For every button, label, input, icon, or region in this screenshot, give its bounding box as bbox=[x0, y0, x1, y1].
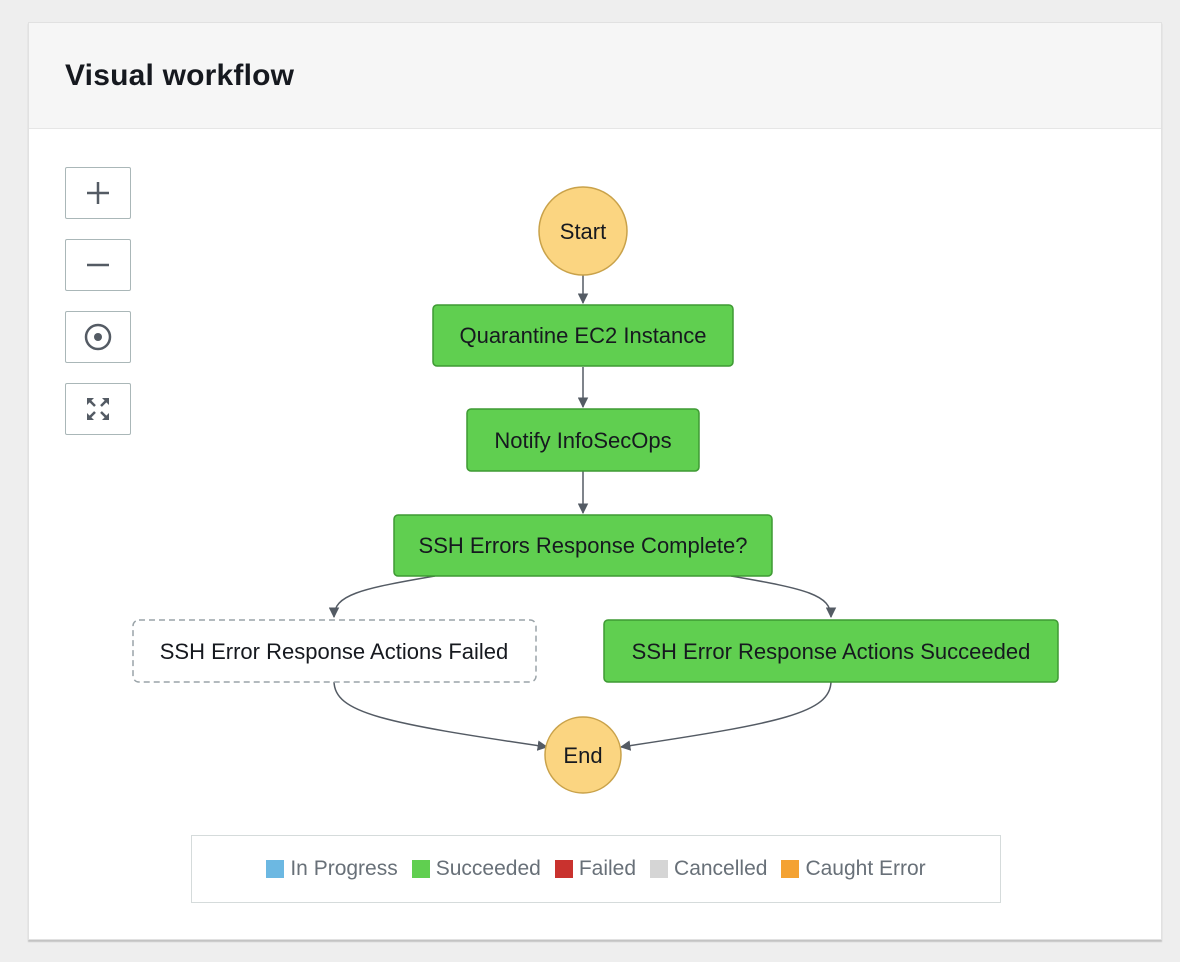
plus-icon bbox=[87, 182, 109, 204]
legend-item-succeeded: Succeeded bbox=[411, 857, 541, 881]
legend-label: Failed bbox=[578, 857, 637, 880]
center-button[interactable] bbox=[65, 311, 131, 363]
panel-title: Visual workflow bbox=[65, 59, 295, 92]
legend-label: In Progress bbox=[290, 857, 398, 880]
target-icon bbox=[84, 323, 112, 351]
legend-item-caught-error: Caught Error bbox=[781, 857, 926, 881]
workflow-graph: Start Quarantine EC2 Instance Notify Inf… bbox=[132, 186, 1059, 794]
end-node[interactable]: End bbox=[544, 716, 622, 794]
visual-workflow-panel: Visual workflow Start Quarantine EC2 Ins… bbox=[28, 22, 1162, 940]
minus-icon bbox=[87, 263, 109, 267]
legend-label: Cancelled bbox=[674, 857, 768, 880]
edge-succeeded-to-end bbox=[619, 680, 832, 751]
legend-swatch bbox=[266, 860, 285, 878]
state-notify-infosecops[interactable]: Notify InfoSecOps bbox=[466, 408, 700, 472]
state-label: Notify InfoSecOps bbox=[494, 428, 671, 453]
workflow-edges bbox=[328, 275, 837, 751]
legend-label: Succeeded bbox=[435, 857, 541, 880]
legend-item-failed: Failed bbox=[554, 857, 637, 881]
zoom-out-button[interactable] bbox=[65, 239, 131, 291]
start-label: Start bbox=[560, 219, 606, 244]
edge-failed-to-end bbox=[333, 680, 549, 751]
panel-header: Visual workflow bbox=[29, 23, 1161, 129]
state-label: SSH Error Response Actions Succeeded bbox=[632, 639, 1031, 664]
state-ssh-error-response-actions-failed[interactable]: SSH Error Response Actions Failed bbox=[132, 619, 537, 683]
legend-swatch bbox=[411, 860, 430, 878]
end-label: End bbox=[563, 743, 602, 768]
legend-item-in-progress: In Progress bbox=[266, 857, 398, 881]
state-label: Quarantine EC2 Instance bbox=[459, 323, 706, 348]
state-label: SSH Errors Response Complete? bbox=[419, 533, 748, 558]
state-label: SSH Error Response Actions Failed bbox=[160, 639, 509, 664]
fit-to-screen-button[interactable] bbox=[65, 383, 131, 435]
state-ssh-error-response-actions-succeeded[interactable]: SSH Error Response Actions Succeeded bbox=[603, 619, 1059, 683]
legend-swatch bbox=[554, 860, 573, 878]
legend-label: Caught Error bbox=[805, 857, 926, 880]
edge-choice-to-succeeded bbox=[730, 575, 837, 619]
state-ssh-errors-response-complete[interactable]: SSH Errors Response Complete? bbox=[393, 514, 773, 577]
legend-swatch bbox=[650, 860, 669, 878]
legend-item-cancelled: Cancelled bbox=[650, 857, 767, 881]
start-node[interactable]: Start bbox=[538, 186, 628, 276]
legend-swatch bbox=[781, 860, 800, 878]
zoom-in-button[interactable] bbox=[65, 167, 131, 219]
expand-icon bbox=[87, 398, 109, 420]
state-quarantine-ec2-instance[interactable]: Quarantine EC2 Instance bbox=[432, 304, 734, 367]
status-legend: In Progress Succeeded Failed Cancelled C… bbox=[191, 835, 1001, 903]
edge-choice-to-failed bbox=[328, 575, 436, 619]
